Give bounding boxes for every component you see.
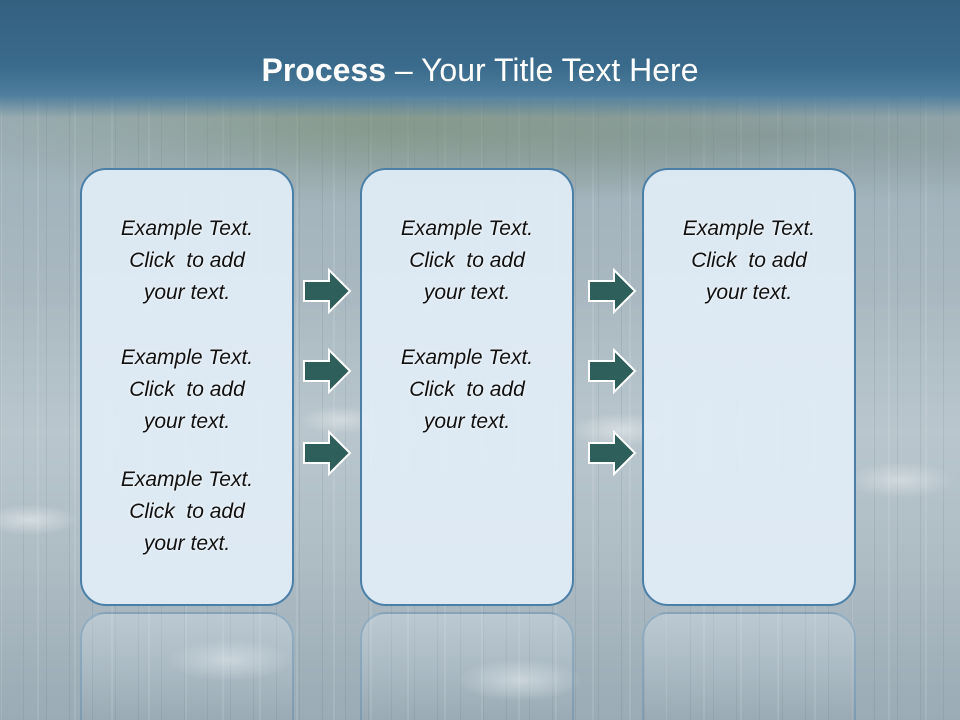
right-arrow-icon[interactable] — [587, 430, 637, 476]
process-panel-3[interactable]: Example Text. Click to add your text. — [642, 168, 856, 606]
panel-reflection — [80, 612, 294, 720]
text-block[interactable]: Example Text. Click to add your text. — [120, 217, 254, 304]
title-bold: Process — [261, 52, 387, 88]
right-arrow-icon[interactable] — [587, 268, 637, 314]
process-panel-1[interactable]: Example Text. Click to add your text. Ex… — [80, 168, 294, 606]
slide-title[interactable]: Process – Your Title Text Here — [0, 52, 960, 89]
right-arrow-icon[interactable] — [302, 430, 352, 476]
title-rest: – Your Title Text Here — [386, 52, 699, 88]
right-arrow-icon[interactable] — [302, 268, 352, 314]
text-block[interactable]: Example Text. Click to add your text. — [120, 468, 254, 555]
right-arrow-icon[interactable] — [302, 348, 352, 394]
panel-reflection — [360, 612, 574, 720]
title-bar — [0, 0, 960, 118]
process-panel-2[interactable]: Example Text. Click to add your text. Ex… — [360, 168, 574, 606]
text-block[interactable]: Example Text. Click to add your text. — [400, 217, 534, 304]
panel-reflection — [642, 612, 856, 720]
text-block[interactable]: Example Text. Click to add your text. — [682, 217, 816, 304]
text-block[interactable]: Example Text. Click to add your text. — [400, 346, 534, 433]
right-arrow-icon[interactable] — [587, 348, 637, 394]
text-block[interactable]: Example Text. Click to add your text. — [120, 346, 254, 433]
